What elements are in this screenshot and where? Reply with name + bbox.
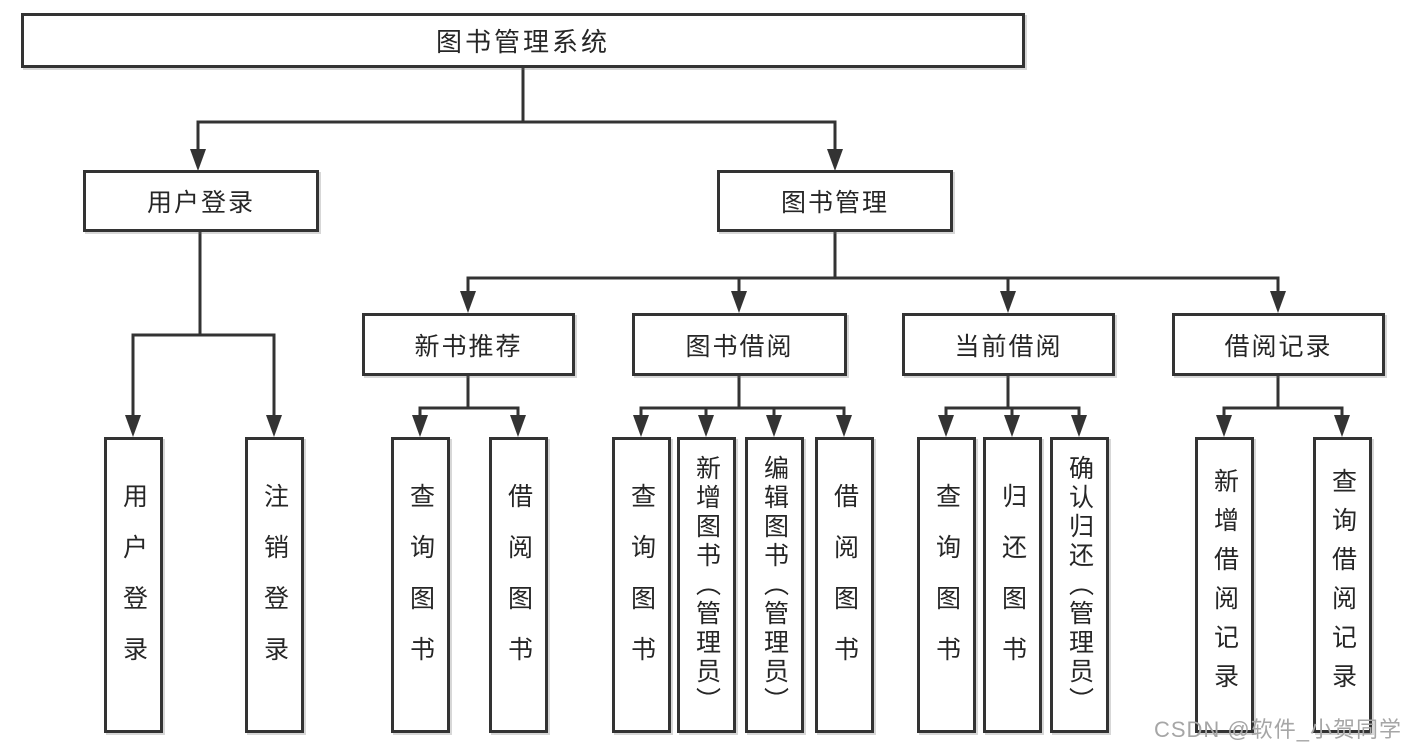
arrowhead-icon [1071,415,1087,437]
arrowhead-icon [827,149,843,171]
arrowhead-icon [412,415,428,437]
node-user-login-label: 用户登录 [146,189,255,217]
leaf-label: 查询借阅记录 [1328,468,1357,702]
leaf-label: 编辑图书（管理员） [760,454,789,716]
node-user-login: 用户登录 [83,170,319,232]
arrowhead-icon [731,291,747,313]
arrowhead-icon [1000,291,1016,313]
leaf-add-borrow-record: 新增借阅记录 [1195,437,1254,733]
leaf-query-books-current: 查询图书 [917,437,976,733]
node-current-borrow: 当前借阅 [902,313,1115,376]
leaf-label: 查询图书 [406,483,435,687]
arrowhead-icon [125,415,141,437]
leaf-label: 确认归还（管理员） [1065,454,1094,716]
arrowhead-icon [1216,415,1232,437]
leaf-return-books: 归还图书 [983,437,1042,733]
leaf-label: 借阅图书 [504,483,533,687]
leaf-label: 注销登录 [260,483,289,687]
arrowhead-icon [698,415,714,437]
leaf-query-books-borrow: 查询图书 [612,437,671,733]
leaf-user-login: 用户登录 [104,437,163,733]
arrowhead-icon [633,415,649,437]
leaf-label: 查询图书 [932,483,961,687]
arrowhead-icon [1270,291,1286,313]
leaf-query-borrow-record: 查询借阅记录 [1313,437,1372,733]
leaf-label: 用户登录 [119,483,148,687]
leaf-logout-login: 注销登录 [245,437,304,733]
node-new-book-recommend: 新书推荐 [362,313,575,376]
arrowheads [125,149,1350,437]
leaf-label: 新增借阅记录 [1210,468,1239,702]
arrowhead-icon [266,415,282,437]
leaf-label: 查询图书 [627,483,656,687]
arrowhead-icon [510,415,526,437]
node-root-label: 图书管理系统 [435,27,610,57]
watermark: CSDN @软件_小贺同学 [1153,717,1402,742]
node-borrow-records: 借阅记录 [1172,313,1385,376]
leaf-confirm-return-admin: 确认归还（管理员） [1050,437,1109,733]
node-current-borrow-label: 当前借阅 [954,332,1063,361]
node-root: 图书管理系统 [21,13,1025,68]
leaf-label: 归还图书 [998,483,1027,687]
arrowhead-icon [1334,415,1350,437]
node-book-borrow: 图书借阅 [632,313,847,376]
leaf-edit-books-admin: 编辑图书（管理员） [745,437,804,733]
arrowhead-icon [766,415,782,437]
leaf-borrow-books-recommend: 借阅图书 [489,437,548,733]
node-book-borrow-label: 图书借阅 [685,332,794,361]
node-new-book-recommend-label: 新书推荐 [414,332,523,361]
leaf-borrow-books: 借阅图书 [815,437,874,733]
leaf-label: 借阅图书 [830,483,859,687]
arrowhead-icon [460,291,476,313]
arrowhead-icon [836,415,852,437]
connector-path [131,66,1344,419]
arrowhead-icon [938,415,954,437]
leaf-label: 新增图书（管理员） [692,454,721,716]
node-book-management-label: 图书管理 [780,189,889,217]
node-borrow-records-label: 借阅记录 [1224,332,1333,361]
arrowhead-icon [190,149,206,171]
node-book-management: 图书管理 [717,170,953,232]
leaf-query-books-recommend: 查询图书 [391,437,450,733]
leaf-add-books-admin: 新增图书（管理员） [677,437,736,733]
arrowhead-icon [1004,415,1020,437]
